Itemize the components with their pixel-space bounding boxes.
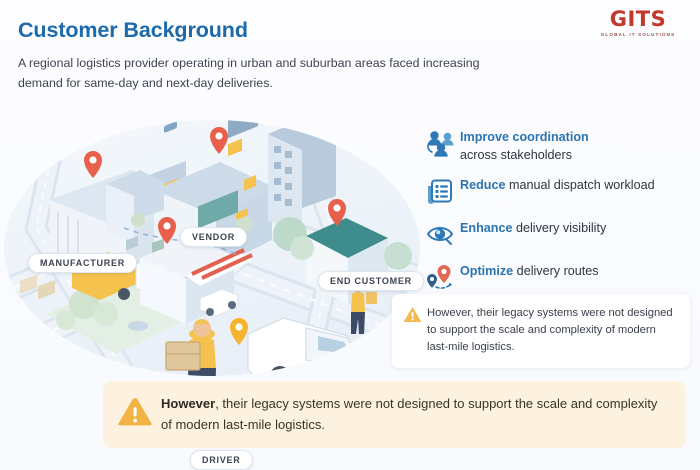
benefit-label: Improve coordination across stakeholders bbox=[460, 128, 589, 165]
benefit-highlight: Reduce bbox=[460, 177, 506, 192]
benefit-label: Enhance delivery visibility bbox=[460, 219, 606, 238]
map-svg bbox=[4, 120, 420, 376]
benefits-list: Improve coordination across stakeholders bbox=[426, 128, 694, 305]
warning-triangle-icon bbox=[117, 396, 161, 433]
map-pin-shop bbox=[158, 217, 176, 244]
brand-logo: GITS GLOBAL IT SOLUTIONS bbox=[590, 7, 686, 38]
logistics-map-illustration: MANUFACTURER VENDOR END CUSTOMER DRIVER bbox=[4, 108, 424, 470]
driver-figure bbox=[165, 319, 216, 376]
map-label-manufacturer[interactable]: MANUFACTURER bbox=[28, 253, 137, 273]
eye-icon bbox=[426, 219, 460, 249]
benefit-rest: manual dispatch workload bbox=[505, 177, 655, 192]
map-label-vendor[interactable]: VENDOR bbox=[180, 227, 248, 247]
map-pin-end-customer bbox=[328, 199, 346, 226]
note-card-text: However, their legacy systems were not d… bbox=[427, 307, 673, 354]
banner-text: However, their legacy systems were not d… bbox=[161, 394, 670, 435]
trees bbox=[131, 213, 412, 270]
map-pin-manufacturer bbox=[84, 151, 102, 178]
page-subtitle: A regional logistics provider operating … bbox=[18, 56, 480, 91]
benefit-highlight: Improve coordination bbox=[460, 130, 589, 144]
legacy-systems-banner: However, their legacy systems were not d… bbox=[103, 381, 686, 449]
warning-triangle-icon bbox=[403, 305, 427, 328]
people-group-icon bbox=[426, 128, 460, 158]
map-label-end-customer[interactable]: END CUSTOMER bbox=[318, 271, 424, 291]
banner-lead: However bbox=[161, 396, 216, 411]
office-tower bbox=[268, 120, 336, 236]
small-office-block bbox=[106, 170, 164, 242]
benefit-rest: across stakeholders bbox=[460, 147, 572, 162]
logo-wordmark: GITS bbox=[609, 7, 667, 31]
benefit-rest: delivery visibility bbox=[512, 220, 607, 235]
logo-tagline: GLOBAL IT SOLUTIONS bbox=[600, 32, 676, 37]
benefit-label: Reduce manual dispatch workload bbox=[460, 176, 655, 195]
map-pin-driver bbox=[230, 318, 248, 345]
benefit-highlight: Optimize bbox=[460, 263, 514, 278]
legacy-systems-note-card: However, their legacy systems were not d… bbox=[392, 294, 690, 369]
retail-shop bbox=[126, 174, 256, 324]
street-vehicles bbox=[164, 121, 248, 317]
benefit-item-improve-coordination[interactable]: Improve coordination across stakeholders bbox=[426, 128, 694, 165]
document-list-icon bbox=[426, 176, 460, 206]
benefit-item-enhance-visibility[interactable]: Enhance delivery visibility bbox=[426, 219, 694, 249]
banner-body: , their legacy systems were not designed… bbox=[161, 396, 658, 432]
route-pin-icon bbox=[426, 262, 460, 292]
map-label-driver[interactable]: DRIVER bbox=[190, 450, 253, 470]
benefit-label: Optimize delivery routes bbox=[460, 262, 599, 281]
benefit-item-reduce-dispatch[interactable]: Reduce manual dispatch workload bbox=[426, 176, 694, 206]
map-pin-vendor bbox=[210, 127, 228, 154]
benefit-rest: delivery routes bbox=[513, 263, 599, 278]
benefit-highlight: Enhance bbox=[460, 220, 513, 235]
benefit-item-optimize-routes[interactable]: Optimize delivery routes bbox=[426, 262, 694, 292]
page-title: Customer Background bbox=[18, 18, 248, 42]
